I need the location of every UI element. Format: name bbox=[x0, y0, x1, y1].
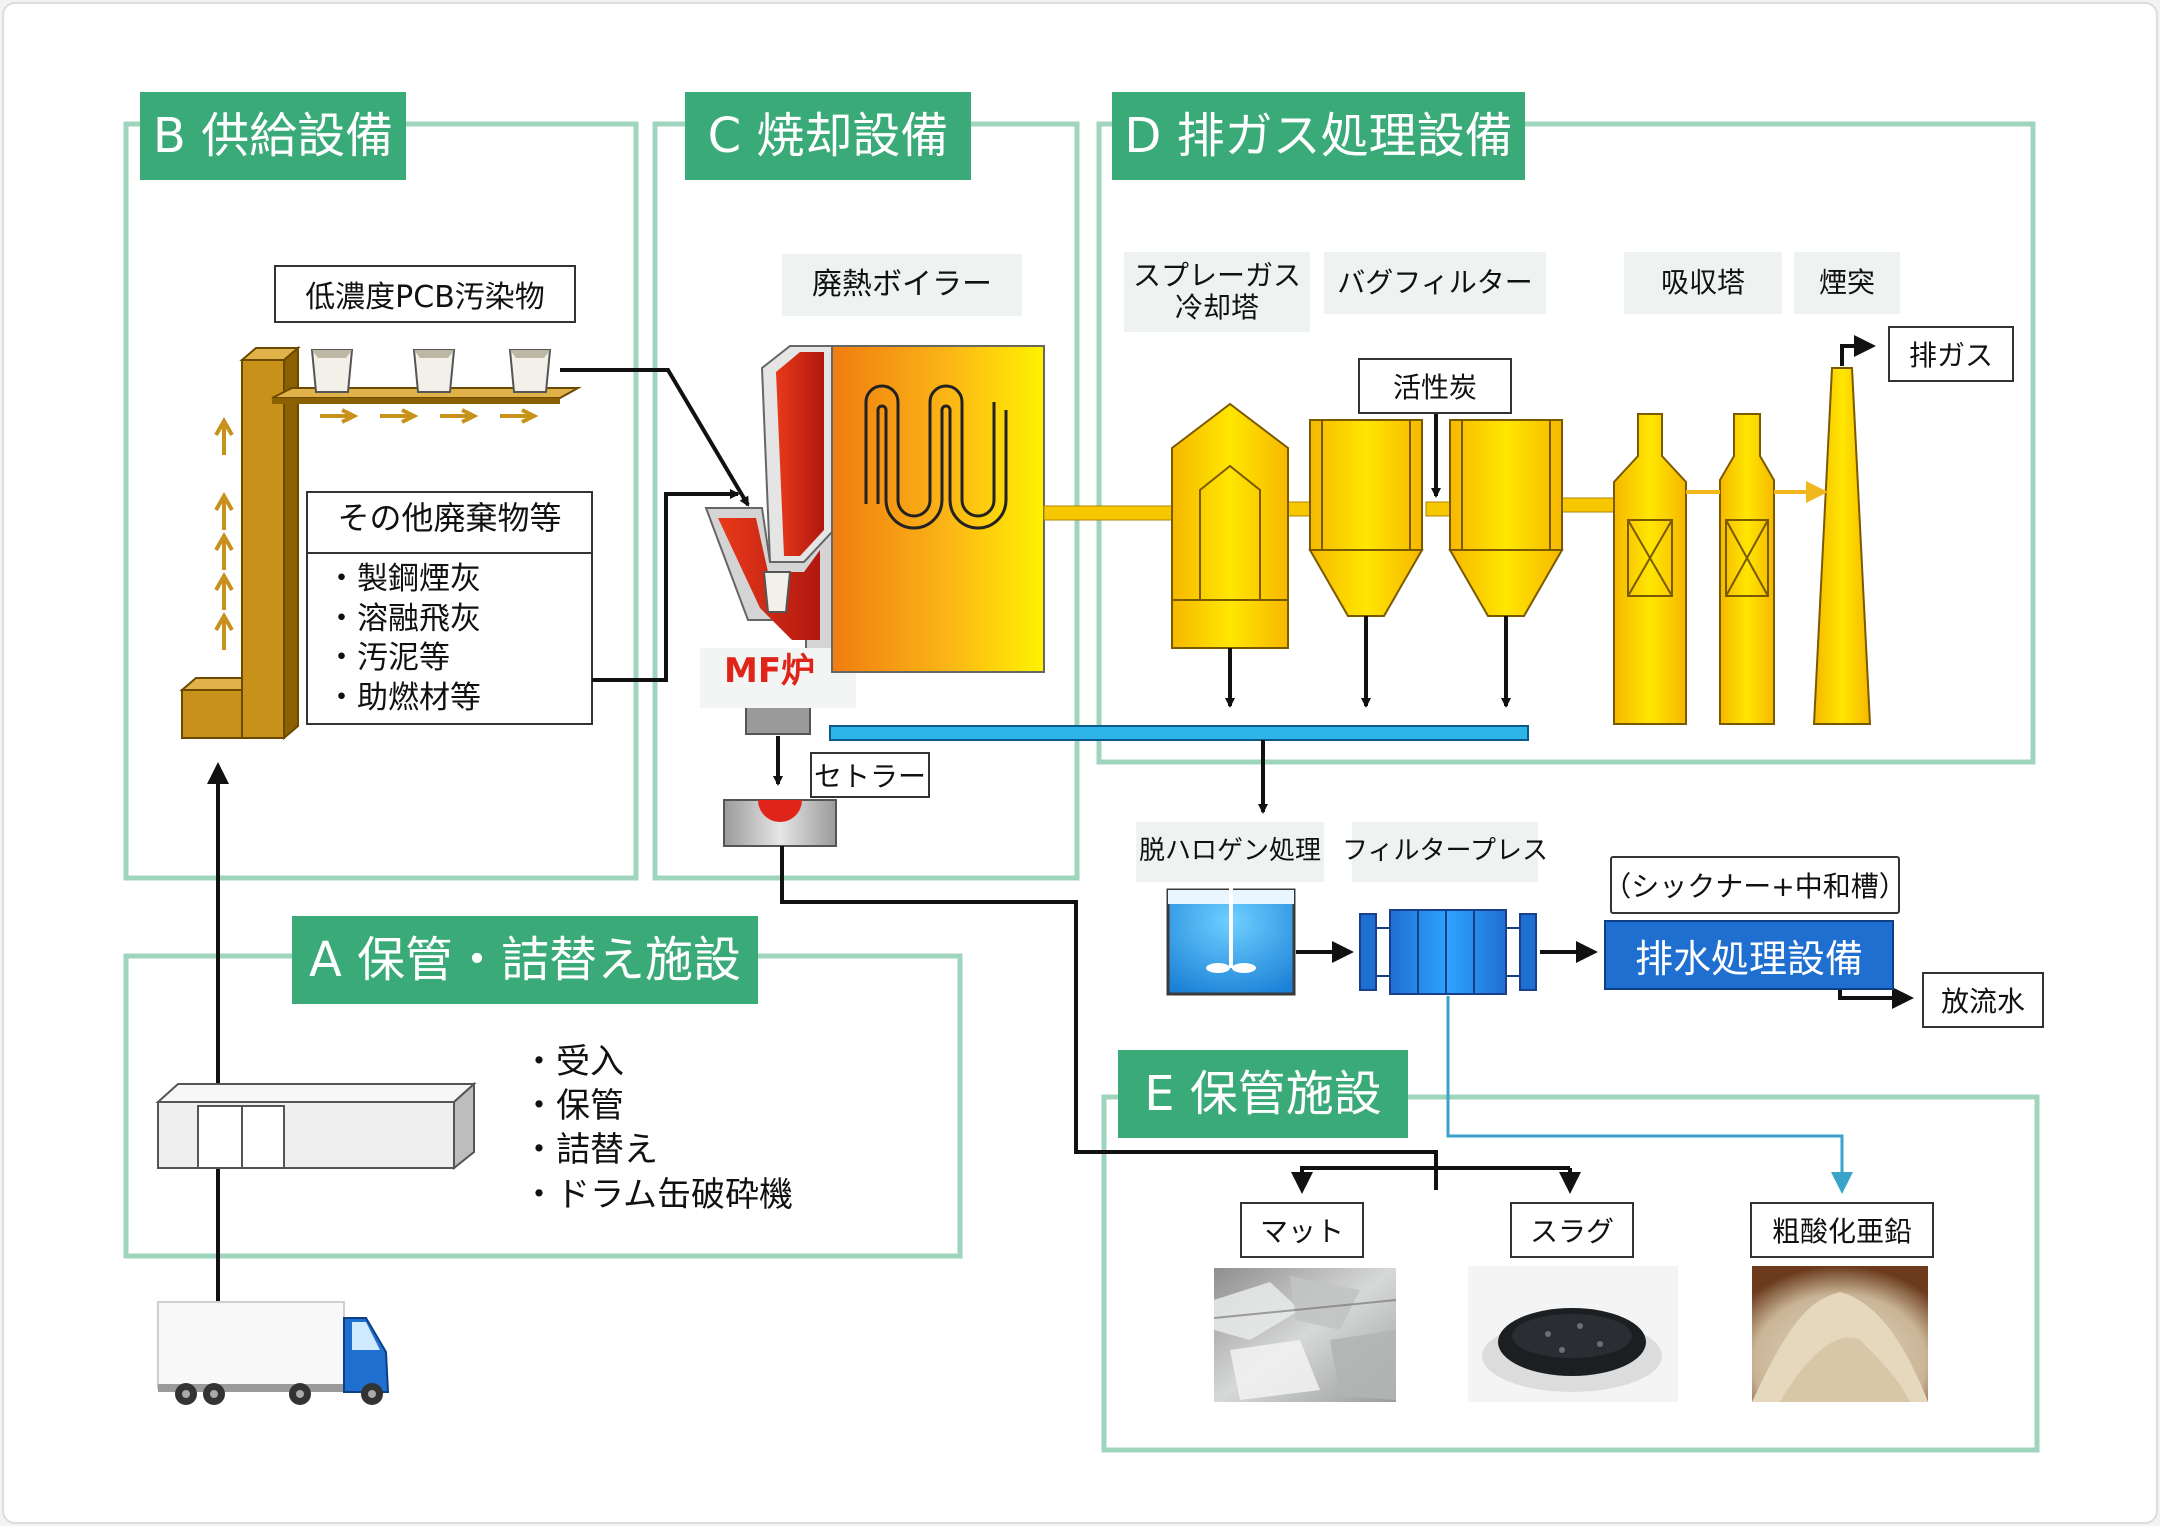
list-item: ・助燃材等 bbox=[326, 680, 481, 717]
chimney bbox=[1812, 367, 1872, 725]
boiler-label: 廃熱ボイラー bbox=[782, 254, 1022, 316]
section-label-c: C 焼却設備 bbox=[685, 92, 971, 180]
list-item: ・ドラム缶破砕機 bbox=[522, 1174, 793, 1215]
dehalogenation-tank bbox=[1166, 880, 1296, 996]
dehalogenation-label: 脱ハロゲン処理 bbox=[1136, 822, 1324, 882]
section-label-e: E 保管施設 bbox=[1118, 1050, 1408, 1138]
spray-cooling-tower bbox=[1171, 402, 1289, 649]
waste-container-icon bbox=[412, 349, 456, 393]
matte-photo bbox=[1213, 1268, 1397, 1402]
storage-function-list: ・受入 ・保管 ・詰替え ・ドラム缶破砕機 bbox=[522, 1040, 793, 1217]
bag-filter-1 bbox=[1308, 419, 1424, 617]
other-waste-list: ・製鋼煙灰 ・溶融飛灰 ・汚泥等 ・助燃材等 bbox=[326, 560, 481, 719]
drain-line bbox=[829, 725, 1529, 741]
activated-carbon-label: 活性炭 bbox=[1358, 358, 1512, 414]
storage-building bbox=[155, 1081, 477, 1171]
zinc-oxide-photo bbox=[1752, 1266, 1928, 1402]
settler-label: セトラー bbox=[810, 752, 930, 798]
section-frame-e bbox=[1101, 1094, 2040, 1453]
other-waste-title: その他廃棄物等 bbox=[337, 499, 562, 537]
other-waste-feed-line bbox=[592, 489, 740, 682]
waste-container-icon bbox=[508, 349, 552, 393]
exhaust-arrow bbox=[1840, 335, 1876, 366]
bucket-elevator bbox=[179, 345, 301, 741]
low-pcb-label: 低濃度PCB汚染物 bbox=[274, 265, 576, 323]
list-item: ・汚泥等 bbox=[326, 640, 450, 677]
thickener-label: （シックナー+中和槽） bbox=[1603, 856, 1907, 914]
absorber-label: 吸収塔 bbox=[1624, 252, 1782, 314]
spray-cooling-tower-label: スプレーガス 冷却塔 bbox=[1124, 252, 1310, 332]
list-item: ・受入 bbox=[522, 1042, 624, 1082]
chimney-label: 煙突 bbox=[1794, 252, 1900, 314]
filter-press bbox=[1359, 909, 1537, 995]
section-label-a: A 保管・詰替え施設 bbox=[292, 916, 758, 1004]
list-item: ・製鋼煙灰 bbox=[326, 561, 481, 597]
matte-label: マット bbox=[1240, 1202, 1364, 1258]
waste-heat-boiler bbox=[831, 345, 1045, 673]
absorber-1 bbox=[1613, 413, 1687, 725]
absorber-2 bbox=[1719, 413, 1775, 725]
bag-filter-label: バグフィルター bbox=[1324, 252, 1546, 314]
section-frame-d bbox=[1096, 121, 2036, 765]
pcb-feed-line bbox=[560, 368, 750, 507]
gas-duct bbox=[1043, 505, 1173, 521]
zinc-route-line bbox=[1446, 996, 1853, 1194]
filter-press-label: フィルタープレス bbox=[1342, 822, 1548, 882]
list-item: ・溶融飛灰 bbox=[326, 600, 481, 637]
mf-furnace-label: MF炉 bbox=[724, 651, 816, 691]
zinc-oxide-label: 粗酸化亜鉛 bbox=[1750, 1202, 1934, 1258]
wastewater-treatment-label: 排水処理設備 bbox=[1604, 920, 1894, 990]
bag-filter-2 bbox=[1448, 419, 1564, 617]
waste-container-icon bbox=[310, 349, 354, 393]
other-waste-box bbox=[306, 491, 593, 725]
slag-photo bbox=[1468, 1266, 1678, 1402]
list-item: ・詰替え bbox=[522, 1130, 658, 1171]
section-label-b: B 供給設備 bbox=[140, 92, 406, 180]
section-label-d: D 排ガス処理設備 bbox=[1112, 92, 1525, 180]
settler bbox=[723, 799, 837, 847]
list-item: ・保管 bbox=[522, 1086, 624, 1127]
discharge-water-label: 放流水 bbox=[1922, 972, 2044, 1028]
truck-icon bbox=[157, 1301, 390, 1405]
slag-label: スラグ bbox=[1510, 1202, 1634, 1258]
exhaust-gas-label: 排ガス bbox=[1888, 326, 2014, 382]
mf-furnace bbox=[700, 345, 856, 735]
